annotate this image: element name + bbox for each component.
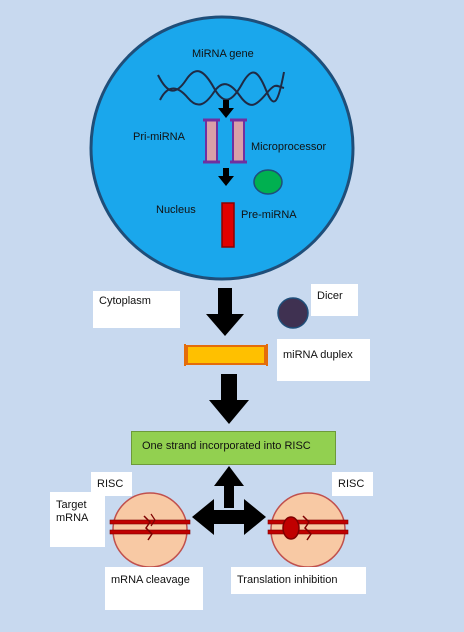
pre-mirna-shape: [221, 202, 235, 248]
arrow-nucleus-to-cytoplasm: [206, 288, 244, 336]
arrow-pri-to-pre: [218, 168, 234, 186]
mirna-gene-strand-top: [157, 70, 285, 103]
pri-mirna-label: Pri-miRNA: [133, 131, 185, 143]
dicer-label: Dicer: [311, 284, 358, 316]
microprocessor-label: Microprocessor: [251, 141, 327, 153]
risc-right-label: RISC: [332, 472, 373, 496]
mirna-duplex-label: miRNA duplex: [277, 339, 370, 381]
mirna-gene-strand-bottom: [159, 83, 285, 106]
risc-complex-left: [109, 492, 191, 568]
mirna-duplex-shape: [184, 344, 268, 366]
pre-mirna-label: Pre-miRNA: [241, 209, 297, 221]
three-way-arrow: [192, 466, 266, 535]
risc-incorporation-box: One strand incorporated into RISC: [131, 431, 336, 465]
nucleus-circle: [89, 15, 355, 281]
mrna-cleavage-label: mRNA cleavage: [105, 567, 203, 610]
microprocessor-shape: [253, 169, 283, 195]
pri-mirna-shape: [203, 118, 247, 164]
mirna-gene-label: MiRNA gene: [192, 48, 254, 60]
target-mrna-label-line1: Target: [56, 499, 87, 511]
target-mrna-label: Target mRNA: [50, 492, 105, 547]
arrow-gene-to-pri: [218, 100, 234, 118]
dicer-shape: [277, 297, 309, 329]
arrow-duplex-to-risc: [209, 374, 249, 424]
cytoplasm-label: Cytoplasm: [93, 291, 180, 328]
risc-complex-right: [267, 492, 349, 568]
translation-inhibition-label: Translation inhibition: [231, 567, 366, 594]
nucleus-label: Nucleus: [156, 204, 196, 216]
target-mrna-label-line2: mRNA: [56, 512, 89, 524]
